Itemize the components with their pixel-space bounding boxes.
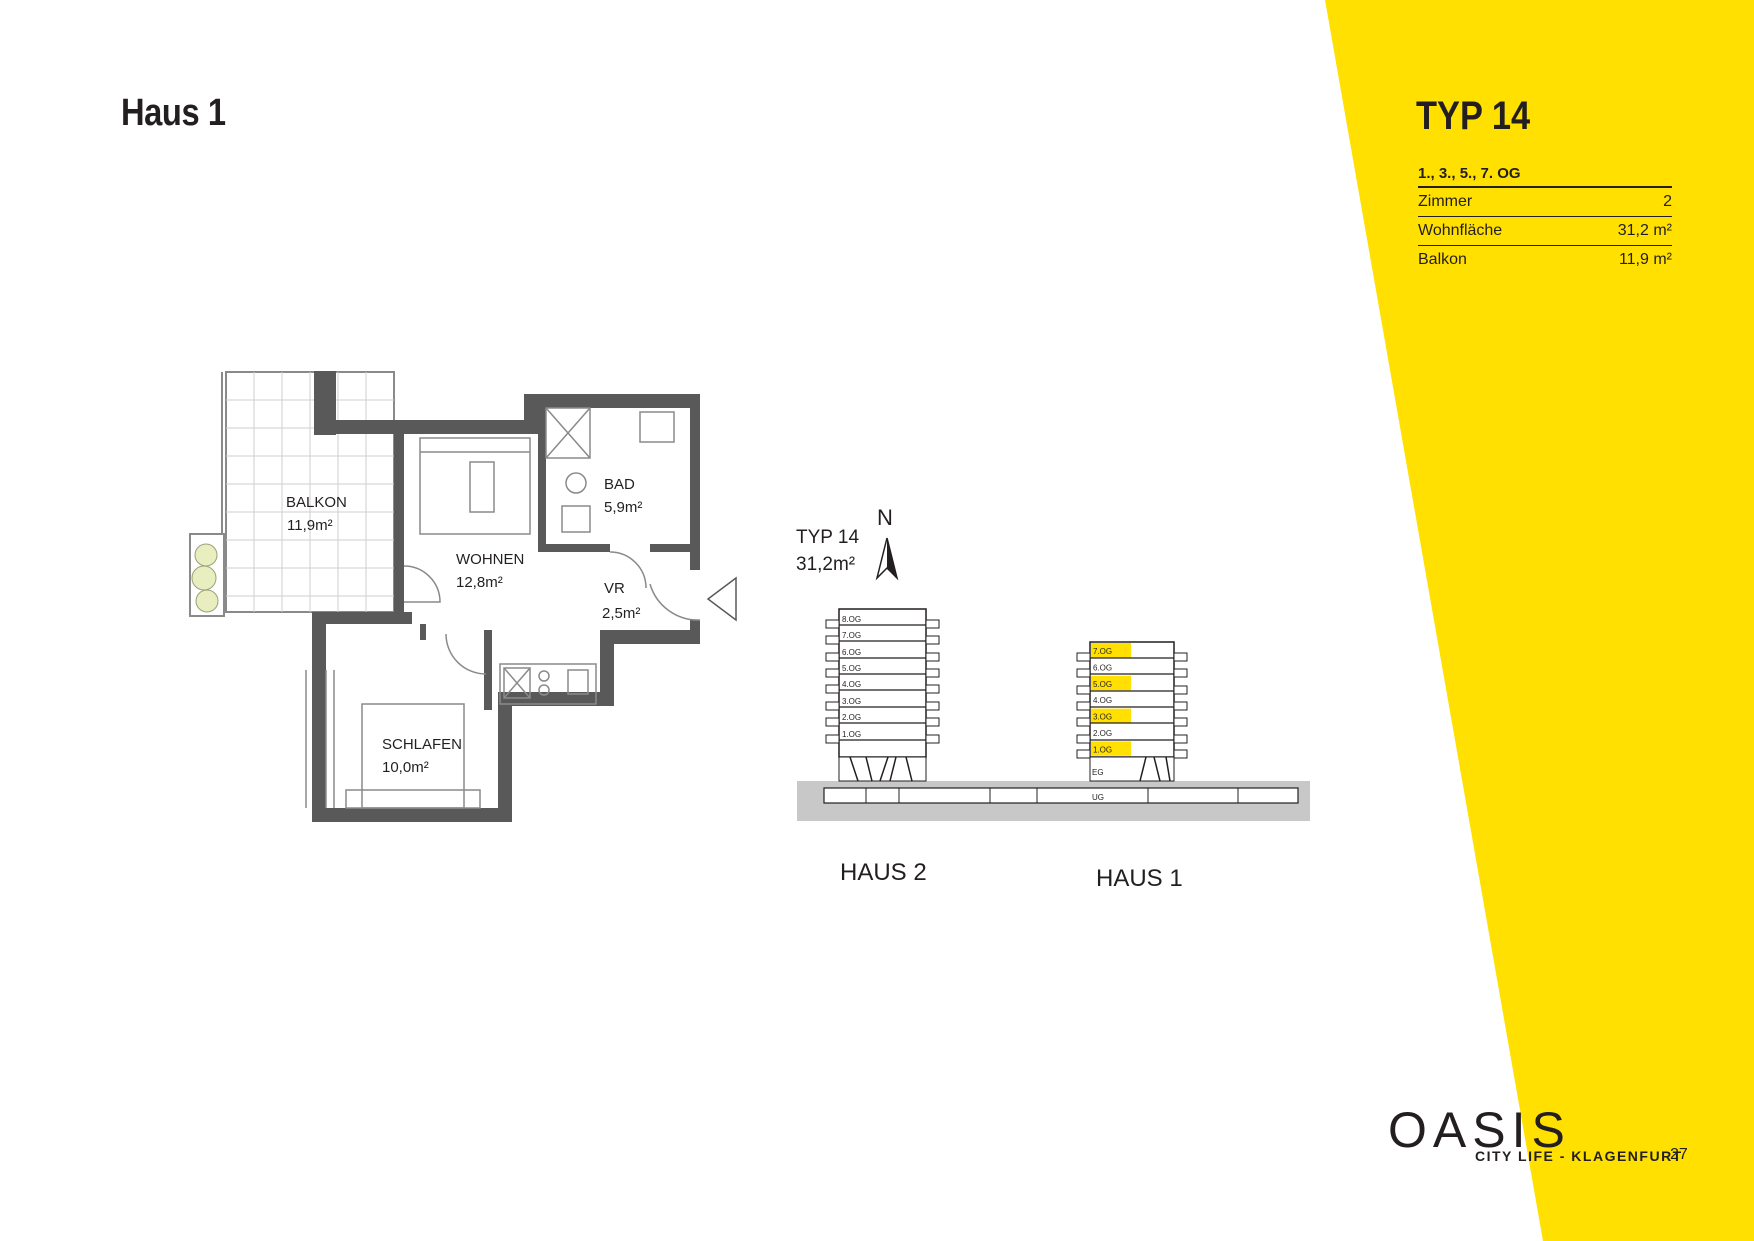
building-title: Haus 1 — [121, 92, 226, 134]
haus2-floor: 1.OG — [842, 730, 861, 739]
underground-level — [823, 787, 1299, 804]
unit-floors: 1., 3., 5., 7. OG — [1418, 165, 1672, 188]
haus2-floor: 4.OG — [842, 680, 861, 689]
logo-tagline: CITY LIFE - KLAGENFURT — [1475, 1148, 1683, 1164]
room-name-wohnen: WOHNEN — [456, 551, 524, 568]
haus1-floor: 7.OG — [1093, 647, 1112, 656]
ug-label: UG — [1092, 793, 1104, 802]
room-name-vr: VR — [604, 580, 625, 597]
room-area-bad: 5,9m² — [604, 499, 642, 516]
haus1-floor: 4.OG — [1093, 696, 1112, 705]
balcony-area — [221, 371, 395, 613]
haus1-floor: 1.OG — [1093, 745, 1112, 754]
haus-1-section: 7.OG 6.OG 5.OG 4.OG 3.OG 2.OG 1.OG EG — [1076, 641, 1188, 782]
haus1-floor: 2.OG — [1093, 729, 1112, 738]
planter — [189, 533, 225, 617]
room-name-bad: BAD — [604, 476, 635, 493]
highlighted-floor — [1091, 741, 1131, 756]
section-area-label: 31,2m² — [796, 554, 855, 575]
info-label: Zimmer — [1418, 193, 1473, 210]
room-area-schlafen: 10,0m² — [382, 759, 429, 776]
haus2-floor: 6.OG — [842, 648, 861, 657]
haus1-floor: 3.OG — [1093, 713, 1112, 722]
north-label: N — [877, 505, 893, 530]
haus2-floor: 8.OG — [842, 615, 861, 624]
haus-1-label: HAUS 1 — [1096, 865, 1183, 892]
highlighted-floor — [1091, 643, 1131, 658]
eg-label: EG — [1092, 768, 1104, 777]
section-type-label: TYP 14 — [796, 527, 859, 548]
highlighted-floor — [1091, 708, 1131, 723]
haus2-floor: 2.OG — [842, 713, 861, 722]
unit-info-table: 1., 3., 5., 7. OG Zimmer 2 Wohnfläche 31… — [1418, 165, 1672, 274]
haus2-floor: 5.OG — [842, 664, 861, 673]
info-row-rooms: Zimmer 2 — [1418, 188, 1672, 217]
info-value: 11,9 m² — [1618, 251, 1672, 268]
furniture — [325, 407, 701, 809]
room-area-wohnen: 12,8m² — [456, 574, 503, 591]
haus1-floor: 5.OG — [1093, 680, 1112, 689]
haus1-floor: 6.OG — [1093, 663, 1112, 672]
haus-2-section: 8.OG 7.OG 6.OG 5.OG 4.OG 3.OG 2.OG 1.OG — [825, 608, 940, 782]
info-row-balcony: Balkon 11,9 m² — [1418, 246, 1672, 274]
highlighted-floor — [1091, 675, 1131, 691]
haus2-floor: 7.OG — [842, 631, 861, 640]
room-name-balkon: BALKON — [286, 494, 347, 511]
room-area-vr: 2,5m² — [602, 605, 640, 622]
room-name-schlafen: SCHLAFEN — [382, 736, 462, 753]
entrance-arrow-icon — [706, 576, 737, 622]
info-label: Wohnfläche — [1418, 222, 1503, 239]
walls — [312, 371, 700, 822]
info-value: 2 — [1663, 193, 1672, 210]
info-row-living-area: Wohnfläche 31,2 m² — [1418, 217, 1672, 246]
haus-2-label: HAUS 2 — [840, 859, 927, 886]
room-area-balkon: 11,9m² — [287, 517, 333, 534]
page-number: 27 — [1670, 1146, 1688, 1163]
info-value: 31,2 m² — [1617, 222, 1672, 239]
unit-type-title: TYP 14 — [1416, 94, 1531, 138]
oasis-logo: OASIS — [1388, 1102, 1571, 1158]
info-label: Balkon — [1418, 251, 1467, 268]
haus2-floor: 3.OG — [842, 697, 861, 706]
